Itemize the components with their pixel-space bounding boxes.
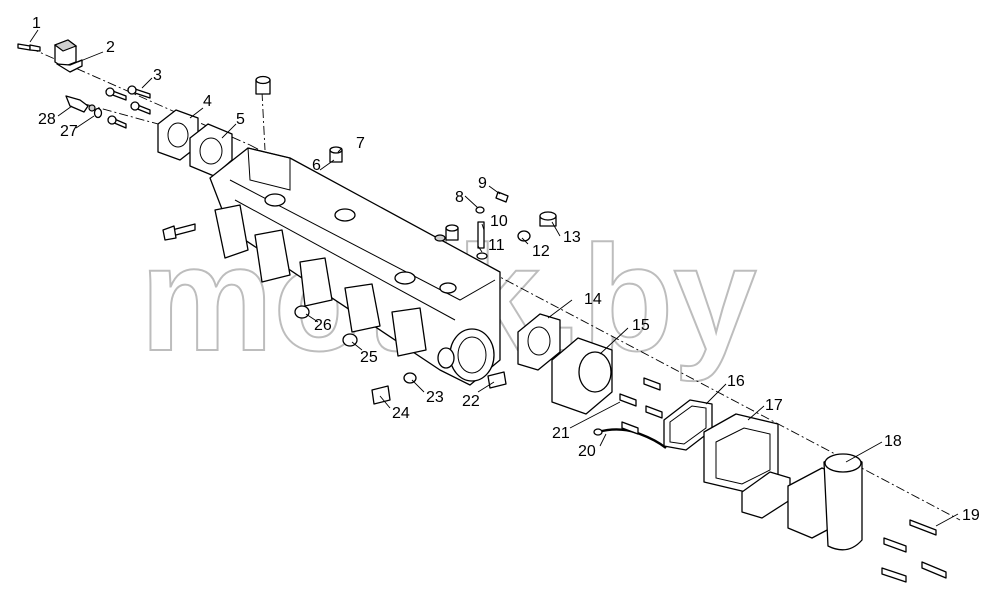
callout-10: 10: [490, 213, 508, 230]
part-13-plug: [539, 211, 557, 227]
callout-9: 9: [478, 175, 487, 192]
callout-16: 16: [727, 373, 745, 390]
callout-3: 3: [153, 67, 162, 84]
part-8-washer: [475, 206, 485, 214]
callout-5: 5: [236, 111, 245, 128]
part-2-sensor: [53, 39, 83, 73]
part-side-bolt: [162, 223, 196, 241]
part-15-adapter: [551, 337, 613, 415]
part-14-gasket: [517, 313, 561, 371]
part-18-elbow: [787, 453, 863, 551]
part-20-wire: [593, 428, 667, 449]
callout-14: 14: [584, 291, 602, 308]
callout-25: 25: [360, 349, 378, 366]
part-19-bolts: [881, 519, 947, 583]
part-6-manifold: [209, 147, 501, 386]
part-top-plug: [255, 75, 271, 95]
callout-11: 11: [488, 237, 505, 254]
callout-23: 23: [426, 389, 444, 406]
callout-17: 17: [765, 397, 783, 414]
callout-21: 21: [552, 425, 570, 442]
part-28-fitting: [65, 95, 96, 113]
part-26-plug: [294, 305, 310, 319]
part-22-fitting: [487, 371, 507, 389]
callout-26: 26: [314, 317, 332, 334]
callout-12: 12: [532, 243, 550, 260]
callout-6: 6: [312, 157, 321, 174]
part-27-washer: [93, 107, 103, 119]
callout-7: 7: [356, 135, 365, 152]
part-21-bolts: [619, 377, 663, 435]
callout-13: 13: [563, 229, 581, 246]
callout-24: 24: [392, 405, 410, 422]
part-11-washer: [476, 252, 488, 260]
part-9-screw: [495, 191, 509, 203]
callout-2: 2: [106, 39, 115, 56]
callout-19: 19: [962, 507, 980, 524]
callout-1: 1: [32, 15, 41, 32]
part-1-bolt: [17, 43, 41, 52]
callout-20: 20: [578, 443, 596, 460]
part-sensor-plug: [434, 224, 459, 242]
callout-4: 4: [203, 93, 212, 110]
part-12-ring: [517, 230, 531, 242]
callout-18: 18: [884, 433, 902, 450]
callout-28: 28: [38, 111, 56, 128]
assembly-axis-left: [69, 99, 181, 131]
callout-15: 15: [632, 317, 650, 334]
part-23-washer: [403, 372, 417, 384]
assembly-axis-plug: [261, 91, 266, 151]
part-17-heater: [703, 413, 791, 519]
part-10-stud: [477, 221, 485, 249]
callout-8: 8: [455, 189, 464, 206]
callout-22: 22: [462, 393, 480, 410]
part-24-plug: [371, 385, 391, 405]
callout-27: 27: [60, 123, 78, 140]
part-3-bolts: [105, 85, 151, 129]
part-7-plug: [329, 146, 343, 163]
